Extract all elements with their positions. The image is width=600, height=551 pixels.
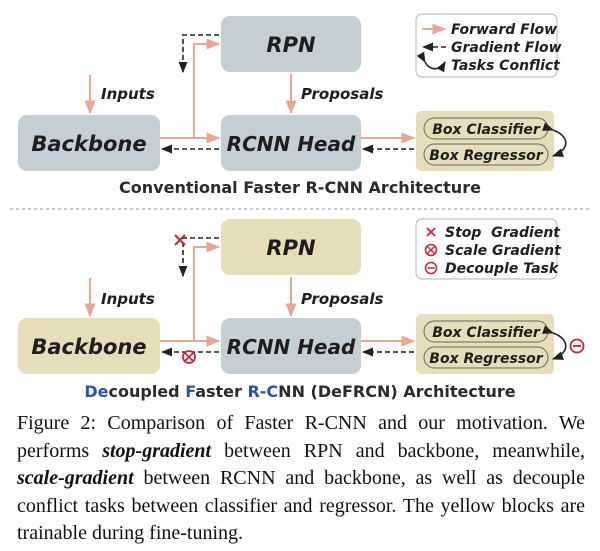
legend-gradient-label: Gradient Flow [451, 40, 562, 56]
decoupled-diagram: RPN Backbone RCNN Head Inputs Proposals … [18, 218, 585, 401]
proposals-label-2: Proposals [301, 290, 383, 308]
tasks-conflict-arrow-2 [542, 325, 567, 360]
scale-gradient-icon [182, 350, 196, 364]
box-classifier-label-2: Box Classifier [432, 325, 541, 341]
rpn-label-2: RPN [266, 236, 316, 260]
legend-stop-label: Stop Gradient [445, 225, 561, 241]
rcnn-head-block [221, 115, 361, 171]
backbone-to-rpn-arrow-2 [193, 241, 221, 341]
conventional-title: Conventional Faster R-CNN Architecture [119, 178, 481, 197]
rpn-label: RPN [266, 33, 316, 57]
backbone-block [18, 115, 160, 171]
legend-scale-symbol [424, 243, 438, 257]
title-f: F [185, 382, 195, 401]
caption-scale-gradient: scale-gradient [17, 467, 134, 489]
figure-caption: Figure 2: Comparison of Faster R-CNN and… [17, 410, 585, 548]
legend-conflict-label: Tasks Conflict [451, 58, 561, 74]
rcnn-head-block-2 [221, 318, 361, 374]
backbone-label-2: Backbone [31, 335, 146, 359]
legend-conflict-symbol [416, 51, 446, 73]
caption-part-3: between RCNN and backbone, as well as de… [17, 467, 585, 544]
rpn-block [221, 16, 361, 72]
title-rest: NN (DeFRCN) Architecture [278, 382, 516, 401]
legend-box-bottom [415, 218, 558, 280]
backbone-block-trainable [18, 318, 160, 374]
caption-part-1: Figure 2: Comparison of Faster R-CNN and… [17, 412, 585, 462]
backbone-label: Backbone [31, 132, 146, 156]
legend-box-top [415, 13, 558, 78]
title-coupled: coupled [109, 382, 186, 401]
architecture-figure: RPN Backbone RCNN Head Inputs Proposals … [10, 13, 590, 401]
legend-scale-label: Scale Gradient [445, 243, 562, 259]
box-regressor-label: Box Regressor [429, 148, 543, 164]
decoupled-title: Decoupled Faster R-CNN (DeFRCN) Architec… [84, 382, 515, 401]
rpn-block-trainable [221, 219, 361, 275]
stop-gradient-icon [174, 234, 186, 246]
rcnn-head-label-2: RCNN Head [227, 335, 356, 359]
title-aster: aster [195, 382, 247, 401]
legend-decouple-label: Decouple Task [445, 261, 560, 277]
legend-stop-symbol [426, 227, 436, 237]
tasks-conflict-arrow [542, 122, 567, 157]
rpn-gradient-arrow [178, 34, 219, 74]
inputs-label-2: Inputs [101, 290, 155, 308]
inputs-label: Inputs [101, 85, 155, 103]
caption-part-2: between RPN and backbone, meanwhile, [211, 439, 585, 462]
rcnn-head-label: RCNN Head [227, 132, 356, 156]
decouple-task-icon [569, 338, 585, 354]
conventional-diagram: RPN Backbone RCNN Head Inputs Proposals … [18, 13, 567, 197]
proposals-label: Proposals [301, 85, 383, 103]
box-classifier-label: Box Classifier [432, 122, 541, 138]
rpn-gradient-arrow-2 [178, 237, 219, 278]
backbone-to-rpn-arrow [193, 38, 221, 138]
box-regressor-label-2: Box Regressor [429, 351, 543, 367]
title-rc: R-C [247, 382, 278, 401]
legend-forward-label: Forward Flow [451, 22, 557, 38]
title-de: De [84, 382, 108, 401]
caption-stop-gradient: stop-gradient [102, 439, 212, 462]
legend-decouple-symbol [424, 261, 438, 275]
